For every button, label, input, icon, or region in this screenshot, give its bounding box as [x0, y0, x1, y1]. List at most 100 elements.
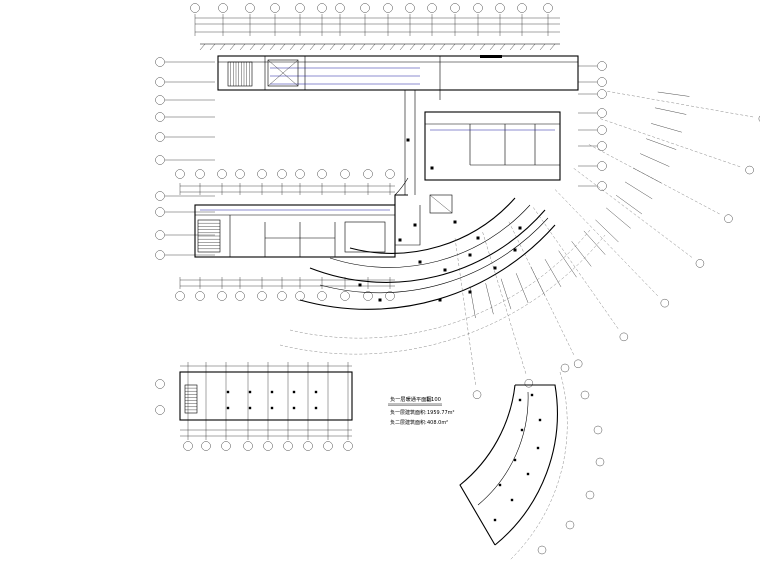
- column-icon: [468, 290, 472, 294]
- grid-bubble-icon: [155, 250, 165, 260]
- grid-bubble-icon: [155, 57, 165, 67]
- column-icon: [292, 390, 296, 394]
- column-icon: [270, 406, 274, 410]
- grid-bubble-icon: [517, 3, 527, 13]
- grid-bubble-icon: [270, 3, 280, 13]
- grid-bubble-icon: [597, 108, 607, 118]
- east-room-block: [424, 111, 561, 181]
- column-icon: [498, 483, 502, 487]
- grid-bubble-icon: [745, 165, 754, 175]
- grid-bubble-icon: [175, 169, 185, 179]
- column-icon: [270, 390, 274, 394]
- column-icon: [518, 226, 522, 230]
- stair-icon: [184, 384, 198, 414]
- hall-outline: [394, 112, 453, 246]
- drawing-title: 负一层暖通平面图: [390, 395, 432, 403]
- grid-bubble-icon: [201, 441, 211, 451]
- b2-annex-west: [155, 362, 353, 451]
- grid-bubble-icon: [295, 291, 305, 301]
- area-b2-label: 负二层建筑面积:: [390, 419, 427, 426]
- column-icon: [430, 166, 434, 170]
- grid-bubble-icon: [597, 77, 607, 87]
- column-icon: [406, 138, 410, 142]
- grid-bubble-icon: [543, 3, 553, 13]
- grid-bubble-icon: [340, 291, 350, 301]
- drawing-scale: 1:100: [426, 397, 441, 403]
- column-icon: [248, 406, 252, 410]
- column-icon: [438, 298, 442, 302]
- grid-bubble-icon: [472, 390, 482, 399]
- radial-grid: [454, 91, 760, 399]
- area-b2-value: 408.0m²: [427, 420, 448, 426]
- grid-bubble-icon: [175, 291, 185, 301]
- grid-bubble-icon: [597, 161, 607, 171]
- grid-bubble-icon: [263, 441, 273, 451]
- upper-corridor-block: [217, 55, 579, 195]
- grid-bubble-icon: [597, 61, 607, 71]
- top-dimension-chain: [190, 3, 560, 36]
- column-icon: [226, 138, 522, 410]
- grid-bubble-icon: [190, 3, 200, 13]
- grid-bubble-icon: [155, 155, 165, 165]
- grid-bubble-icon: [257, 169, 267, 179]
- column-icon: [493, 266, 497, 270]
- column-icon: [538, 418, 542, 422]
- column-icon: [378, 298, 382, 302]
- stair-icon: [227, 61, 253, 87]
- grid-bubble-icon: [593, 425, 603, 435]
- area-b1-value: 1959.77m²: [427, 410, 455, 416]
- grid-bubble-icon: [363, 169, 373, 179]
- grid-bubble-icon: [155, 379, 165, 389]
- grid-bubble-icon: [155, 230, 165, 240]
- grid-bubble-icon: [724, 214, 733, 223]
- grid-bubble-icon: [235, 291, 245, 301]
- grid-bubble-icon: [303, 441, 313, 451]
- column-icon: [520, 428, 524, 432]
- column-icon: [314, 390, 318, 394]
- grid-bubble-icon: [183, 441, 193, 451]
- grid-bubble-icon: [385, 169, 395, 179]
- grid-bubble-icon: [283, 441, 293, 451]
- column-icon: [292, 406, 296, 410]
- grid-bubble-icon: [277, 169, 287, 179]
- grid-bubble-icon: [277, 291, 287, 301]
- grid-bubble-icon: [340, 169, 350, 179]
- grid-bubble-icon: [580, 390, 590, 400]
- grid-bubble-icon: [245, 3, 255, 13]
- grid-bubble-icon: [317, 169, 327, 179]
- grid-bubble-icon: [217, 291, 227, 301]
- grid-bubble-icon: [695, 259, 705, 268]
- column-icon: [526, 472, 530, 476]
- grid-bubble-icon: [595, 457, 605, 467]
- column-icon: [358, 283, 362, 287]
- west-wing-block: [194, 204, 396, 258]
- grid-bubble-icon: [235, 169, 245, 179]
- column-icon: [453, 220, 457, 224]
- grid-bubble-icon: [537, 545, 547, 555]
- column-icon: [513, 248, 517, 252]
- grid-bubble-icon: [155, 207, 165, 217]
- column-icon: [314, 406, 318, 410]
- column-icon: [530, 393, 534, 397]
- column-icon: [493, 518, 497, 522]
- grid-bubble-icon: [597, 125, 607, 135]
- column-icon: [518, 398, 522, 402]
- grid-bubble-icon: [427, 3, 437, 13]
- grid-bubble-icon: [524, 379, 533, 388]
- grid-bubble-icon: [363, 291, 373, 301]
- grid-bubble-icon: [335, 3, 345, 13]
- left-grid-axis: [155, 57, 215, 260]
- column-icon: [398, 238, 402, 242]
- column-icon: [536, 446, 540, 450]
- grid-bubble-icon: [560, 363, 570, 373]
- grid-bubble-icon: [155, 405, 165, 415]
- curved-parking-ring: [279, 91, 690, 355]
- grid-bubble-icon: [295, 3, 305, 13]
- grid-bubble-icon: [385, 291, 395, 301]
- grid-bubble-icon: [218, 3, 228, 13]
- grid-bubble-icon: [155, 191, 165, 201]
- column-icon: [226, 406, 230, 410]
- grid-bubble-icon: [597, 181, 607, 191]
- column-icon: [443, 268, 447, 272]
